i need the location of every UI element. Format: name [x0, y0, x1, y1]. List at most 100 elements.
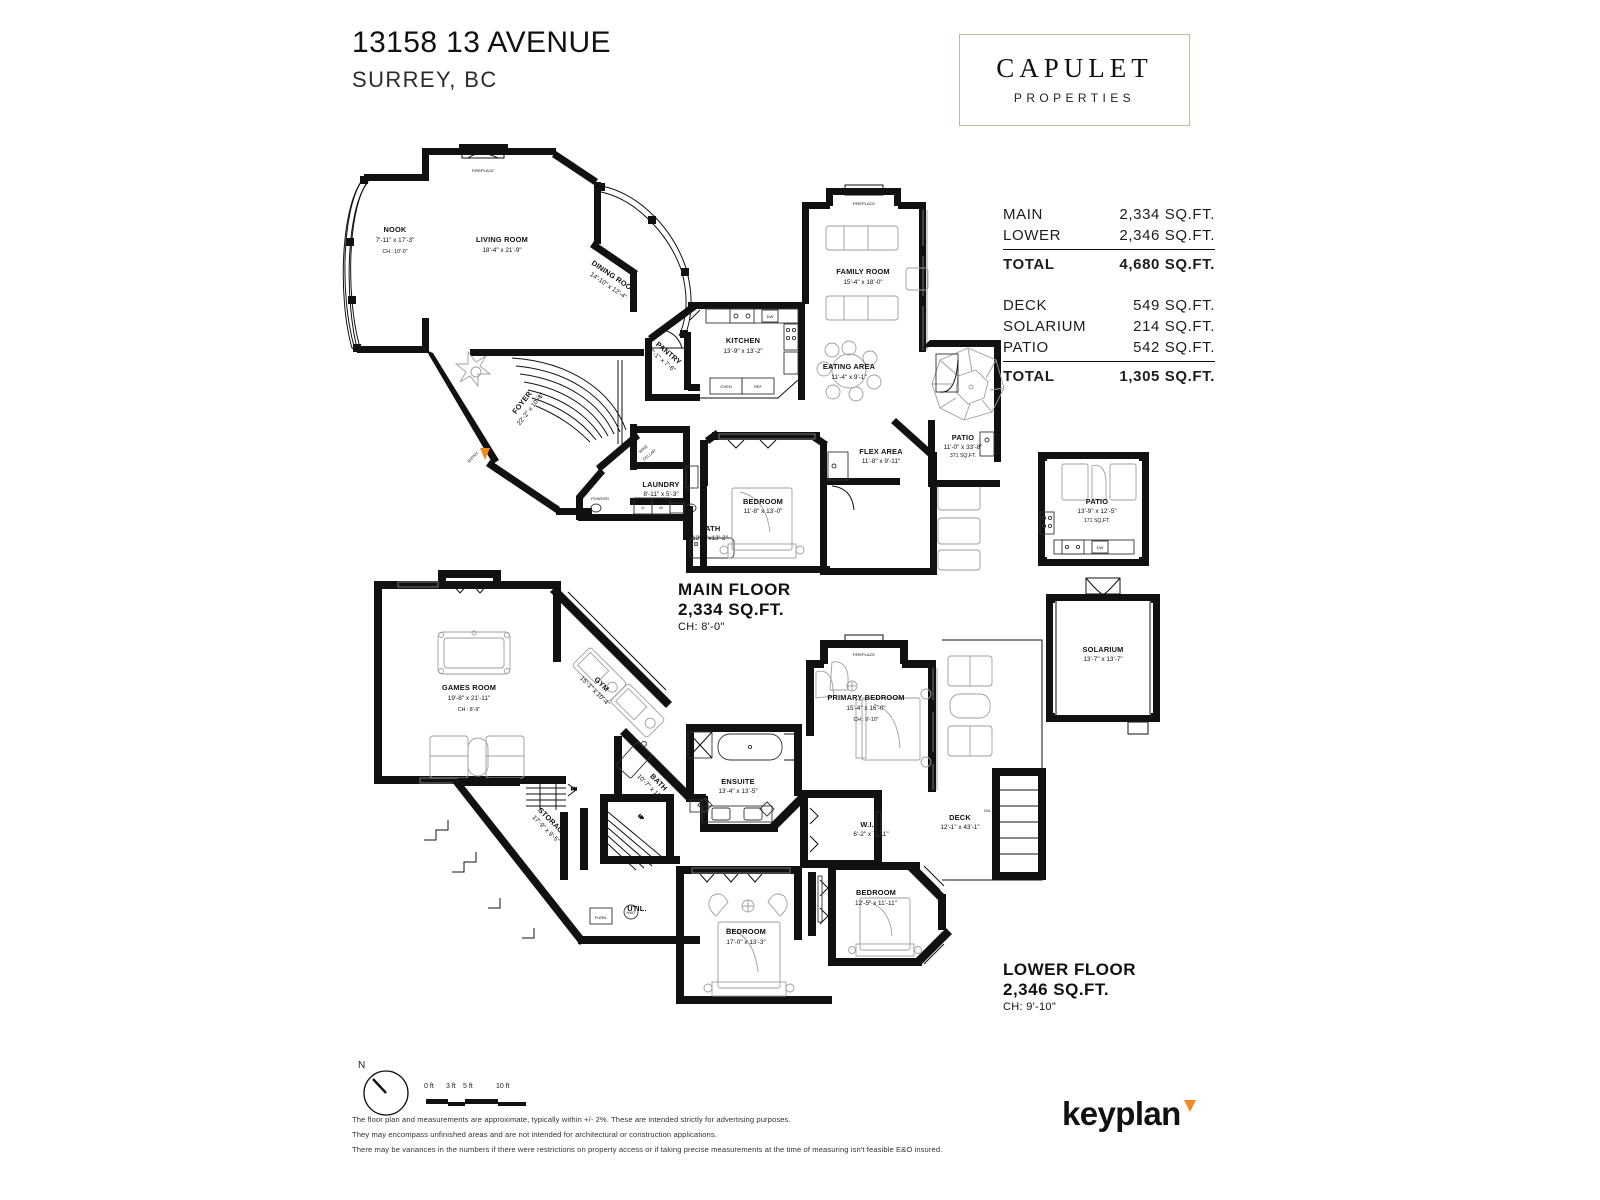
lower-stairs-up: UP: [607, 811, 669, 871]
room-ceiling: CH : 9'-10": [853, 717, 878, 723]
lower-floor-caption: LOWER FLOOR 2,346 SQ.FT. CH: 9'-10": [1003, 960, 1136, 1013]
room-dims: 15'-4" x 18'-0": [843, 279, 882, 286]
room-area: 371 SQ.FT.: [950, 453, 976, 459]
room-label: FLEX AREA: [859, 447, 903, 456]
room-label: PATIO: [1086, 497, 1109, 506]
compass-icon: [363, 1070, 409, 1116]
svg-text:D: D: [642, 505, 645, 510]
room-dims: 11'-8" x 9'-11": [862, 458, 900, 465]
svg-text:DW: DW: [1097, 545, 1104, 550]
scale-bar: 0 ft 3 ft 5 ft 10 ft: [424, 1083, 534, 1114]
svg-text:UP: UP: [637, 813, 645, 821]
area-label: LOWER: [1003, 227, 1062, 244]
subtitle-city-region: SURREY, BC: [352, 66, 498, 92]
room-dims: 13'-9" x 13'-2": [723, 348, 762, 355]
area-label: SOLARIUM: [1003, 318, 1087, 335]
room-dims: 11'-4" x 9'-1": [831, 374, 866, 381]
room-dims: 17'-0" x 13'-3": [726, 939, 765, 946]
room-label: LAUNDRY: [642, 480, 679, 489]
compass-north-label: N: [358, 1060, 366, 1071]
svg-text:DN: DN: [984, 808, 990, 813]
room-dims: 13'-7" x 13'-7": [1083, 656, 1122, 663]
scale-tick-labels: 0 ft 3 ft 5 ft 10 ft: [424, 1083, 534, 1095]
room-label: PRIMARY BEDROOM: [827, 693, 904, 702]
foyer-chandelier-icon: [454, 350, 492, 388]
svg-text:REF: REF: [754, 384, 763, 389]
table-row: MAIN 2,334 SQ.FT.: [1003, 204, 1215, 225]
area-label: DECK: [1003, 297, 1048, 314]
main-floor-caption: MAIN FLOOR 2,334 SQ.FT. CH: 8'-0": [678, 580, 791, 633]
svg-text:DW: DW: [767, 314, 774, 319]
main-floor-walls: FIREPLACE: [342, 144, 1005, 575]
address-block: 13158 13 AVENUE SURREY, BC: [352, 26, 611, 93]
patio-gazebo: [931, 347, 1005, 421]
room-dims: 12'-5"x13'-2": [692, 535, 728, 542]
room-label: BEDROOM: [726, 927, 766, 936]
area-label: MAIN: [1003, 206, 1043, 223]
detached-patio-plan: DW PATIO 13'-9" x 12'-5" 171 SQ.FT.: [1038, 452, 1149, 566]
room-label: NOOK: [384, 225, 407, 234]
area-value: 1,305 SQ.FT.: [1119, 368, 1215, 385]
room-area: 171 SQ.FT.: [1084, 518, 1110, 524]
room-dims: 8'-11" x 5'-3": [643, 491, 678, 498]
scale-bar-graphic: [426, 1099, 526, 1106]
disclaimer-line-1: The floor plan and measurements are appr…: [352, 1115, 791, 1124]
brand-logo: CAPULET PROPERTIES: [959, 34, 1190, 126]
table-row-total: TOTAL 1,305 SQ.FT.: [1003, 361, 1215, 387]
room-dims: 12'-5" x 11'-11": [855, 900, 897, 907]
disclaimer: The floor plan and measurements are appr…: [352, 1114, 1112, 1158]
area-value: 214 SQ.FT.: [1133, 318, 1215, 335]
lower-stairs-down: DN: [526, 778, 577, 810]
room-label: W.I.C.: [860, 820, 881, 829]
svg-text:ENTRY: ENTRY: [466, 450, 479, 463]
room-dims: 13'-9" x 12'-5": [1077, 508, 1116, 515]
room-dims: 15'-4" x 16'-0": [846, 705, 885, 712]
room-label: GAMES ROOM: [442, 683, 496, 692]
room-dims: 11'-0" x 33'-8": [944, 444, 983, 451]
room-label: BEDROOM: [856, 888, 896, 897]
floor-ceiling: CH: 8'-0": [678, 621, 725, 633]
room-ceiling: CH : 8'-9": [458, 707, 480, 713]
area-label: PATIO: [1003, 339, 1049, 356]
room-dims: 13'-4" x 13'-5": [718, 788, 757, 795]
eating-area-table: [816, 340, 882, 402]
svg-text:HWT: HWT: [626, 910, 636, 915]
keyplan-mark-icon: [1183, 1100, 1196, 1112]
area-value: 2,334 SQ.FT.: [1119, 206, 1215, 223]
brand-subtitle: PROPERTIES: [1013, 91, 1136, 105]
page-title: 13158 13 AVENUE: [352, 26, 611, 59]
room-label: EATING AREA: [823, 362, 876, 371]
scale-tick: 5 ft: [463, 1083, 473, 1090]
room-label: ENSUITE: [721, 777, 754, 786]
floor-area: 2,334 SQ.FT.: [678, 600, 785, 619]
scale-tick: 0 ft: [424, 1083, 434, 1090]
svg-text:UP: UP: [536, 393, 544, 400]
lower-floor-walls: DN UP FURN. HWT: [374, 570, 1046, 1004]
main-floor-plan: FIREPLACE: [342, 144, 1005, 575]
room-dims: 11'-8" x 13'-0": [744, 508, 783, 515]
main-floor-room-labels: NOOK 7'-11" x 17'-3" CH : 10'-0" LIVING …: [376, 225, 983, 542]
svg-text:FIREPLACE: FIREPLACE: [853, 201, 876, 206]
area-value: 4,680 SQ.FT.: [1119, 256, 1215, 273]
svg-text:POWDER: POWDER: [591, 496, 609, 501]
area-value: 542 SQ.FT.: [1133, 339, 1215, 356]
room-label: FAMILY ROOM: [836, 267, 890, 276]
room-ceiling: CH : 10'-0": [382, 249, 407, 255]
svg-text:FIREPLACE: FIREPLACE: [472, 168, 495, 173]
entry-marker-icon: [480, 448, 490, 460]
lower-floor-room-labels: GAMES ROOM 19'-8" x 21'-11" CH : 8'-9" G…: [442, 675, 980, 946]
lower-floor-plan: DN UP FURN. HWT: [374, 570, 1046, 1004]
room-label: PATIO: [952, 433, 975, 442]
floor-area: 2,346 SQ.FT.: [1003, 980, 1110, 999]
room-label: KITCHEN: [726, 336, 760, 345]
room-label: LIVING ROOM: [476, 235, 528, 244]
area-label: TOTAL: [1003, 368, 1055, 385]
table-row-total: TOTAL 4,680 SQ.FT.: [1003, 249, 1215, 275]
brand-name: CAPULET: [996, 53, 1153, 83]
room-dims: 19'-8" x 21'-11": [448, 695, 490, 702]
scale-tick: 10 ft: [496, 1083, 510, 1090]
svg-text:FIREPLACE: FIREPLACE: [853, 652, 876, 657]
keyplan-logo: keyplan: [1062, 1097, 1197, 1130]
area-value: 2,346 SQ.FT.: [1119, 227, 1215, 244]
area-label: TOTAL: [1003, 256, 1055, 273]
